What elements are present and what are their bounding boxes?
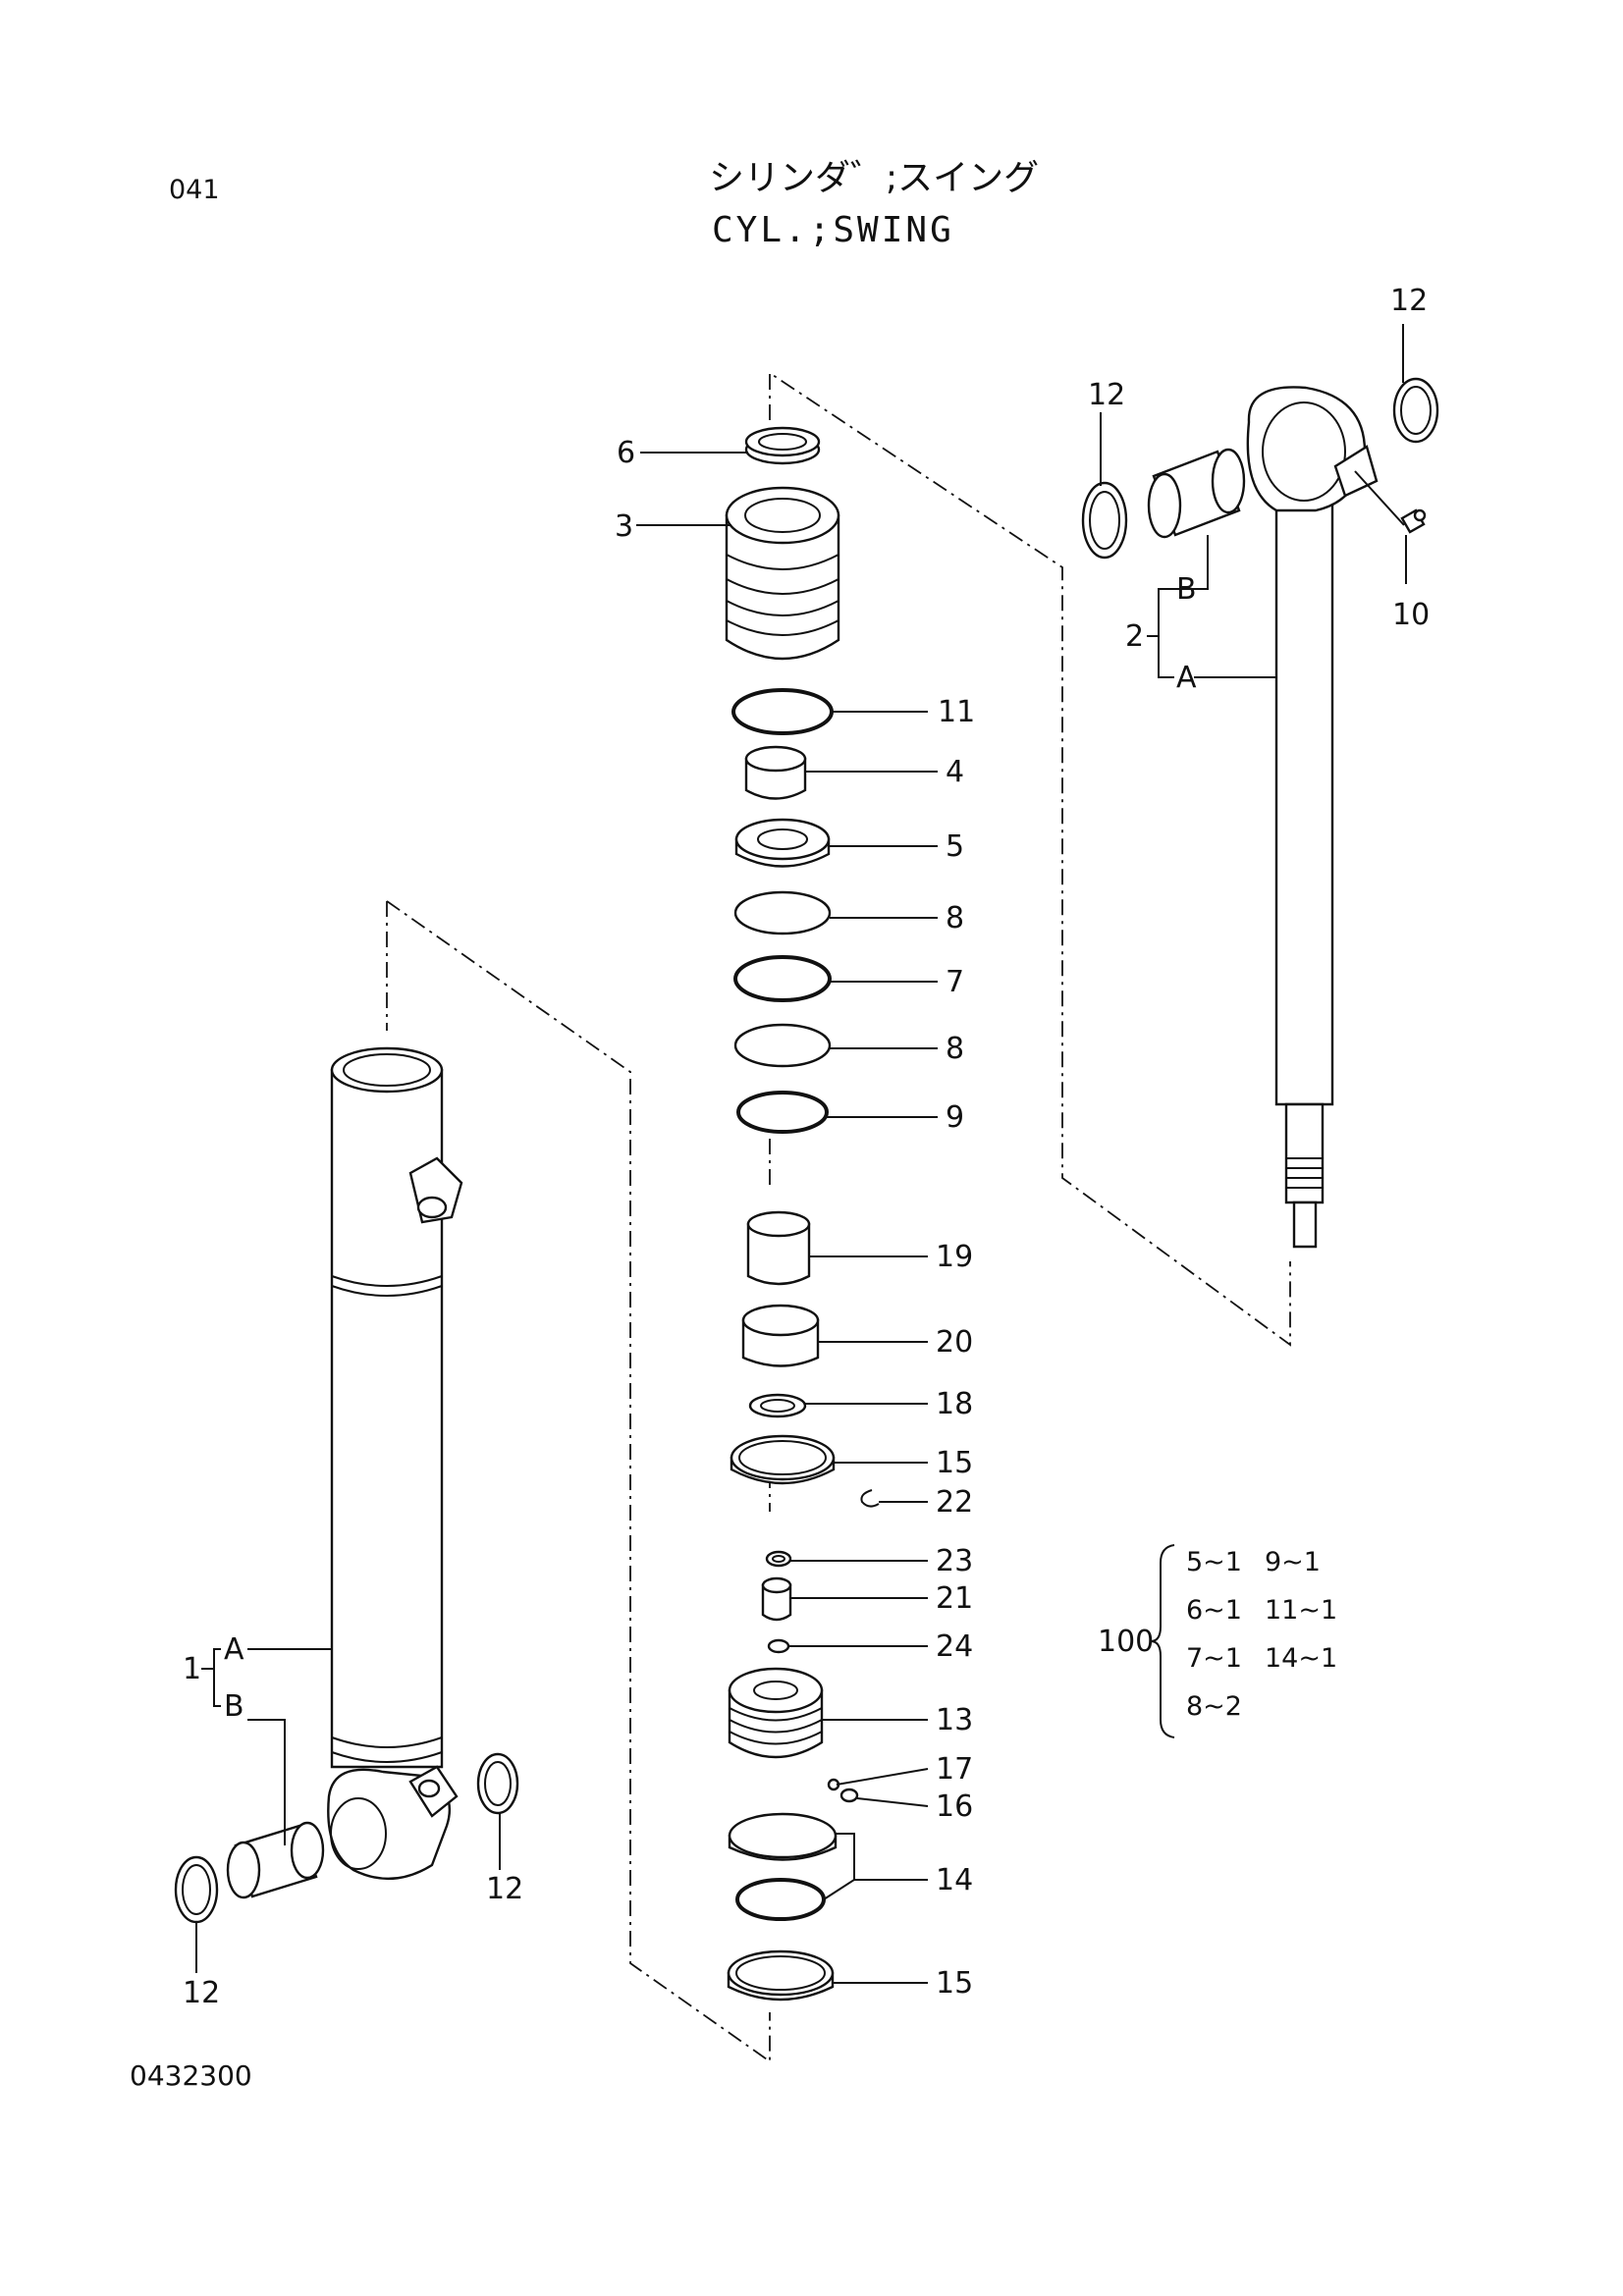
part-6-dust-seal	[744, 426, 821, 465]
seal-kit-item-6: 6~1	[1186, 1595, 1242, 1626]
part-12-dust-seal-rod-left	[1081, 481, 1128, 560]
part-12-dust-seal-tube-right	[476, 1752, 519, 1815]
part-18-ring	[748, 1393, 807, 1418]
part-8-backup-ring-lower	[733, 1023, 832, 1068]
callout-7: 7	[946, 965, 965, 999]
part-5-rod-seal	[734, 818, 831, 868]
part-12-dust-seal-rod-right	[1392, 377, 1439, 444]
callout-12-tube-right: 12	[486, 1872, 524, 1906]
callout-17: 17	[936, 1752, 974, 1787]
part-2B-rod-bushing	[1147, 448, 1246, 539]
callout-1A: A	[224, 1632, 244, 1667]
center-leader-lines	[636, 452, 938, 1984]
callout-2B: B	[1176, 572, 1197, 607]
callout-8-upper: 8	[946, 901, 965, 935]
part-3-cylinder-head	[725, 486, 840, 661]
seal-kit-number: 100	[1098, 1625, 1155, 1659]
callout-12-rod-top: 12	[1390, 284, 1429, 318]
title-japanese: シリンダ゛;スイング	[709, 158, 1040, 198]
callout-22: 22	[936, 1485, 974, 1520]
callout-5: 5	[946, 829, 965, 864]
seal-kit-item-5: 5~1	[1186, 1547, 1242, 1577]
callout-8-lower: 8	[946, 1032, 965, 1066]
callout-4: 4	[946, 755, 965, 789]
part-23-ring	[765, 1550, 792, 1568]
seal-kit-item-11: 11~1	[1265, 1595, 1338, 1626]
callout-16: 16	[936, 1789, 974, 1824]
callout-10: 10	[1392, 598, 1431, 632]
seal-kit-item-8: 8~2	[1186, 1691, 1242, 1722]
part-15-wear-ring-lower	[727, 1949, 835, 2002]
callout-14: 14	[936, 1863, 974, 1897]
part-24-ring	[767, 1638, 790, 1654]
callout-2A: A	[1176, 661, 1197, 695]
part-15-wear-ring-upper	[730, 1434, 836, 1485]
callout-12-tube-bottom: 12	[183, 1976, 221, 2010]
part-12-dust-seal-tube-left	[174, 1855, 219, 1924]
callout-18: 18	[936, 1387, 974, 1421]
callout-9: 9	[946, 1100, 965, 1135]
callout-6: 6	[617, 436, 636, 470]
part-9-o-ring	[736, 1091, 829, 1134]
part-14-piston-seal	[728, 1812, 838, 1921]
callout-20: 20	[936, 1325, 974, 1360]
rod-leader-lines	[1100, 324, 1407, 678]
callout-2: 2	[1125, 619, 1145, 654]
callout-13: 13	[936, 1703, 974, 1737]
seal-kit-item-14: 14~1	[1265, 1643, 1338, 1674]
part-4-bushing	[744, 745, 807, 800]
callout-3: 3	[615, 509, 634, 544]
callout-23: 23	[936, 1544, 974, 1578]
part-19-cushion-bearing	[746, 1210, 811, 1286]
callout-19: 19	[936, 1240, 974, 1274]
page-code: 041	[169, 175, 220, 205]
seal-kit-item-7: 7~1	[1186, 1643, 1242, 1674]
part-2-piston-rod	[1246, 386, 1379, 1249]
seal-kit-brace	[1150, 1544, 1175, 1738]
part-13-piston	[728, 1667, 824, 1759]
callout-1: 1	[183, 1652, 202, 1686]
part-21-pin	[761, 1576, 792, 1622]
part-1B-tube-bushing	[226, 1821, 325, 1899]
part-20-cushion-ring	[741, 1304, 820, 1367]
seal-kit-item-9: 9~1	[1265, 1547, 1321, 1577]
callout-24: 24	[936, 1629, 974, 1664]
callout-15-lower: 15	[936, 1966, 974, 2001]
callout-12-rod-left: 12	[1088, 378, 1126, 412]
callout-15-upper: 15	[936, 1446, 974, 1480]
part-8-backup-ring-upper	[733, 890, 832, 935]
part-22-snap-ring	[860, 1489, 880, 1508]
part-16-set-screw	[839, 1788, 859, 1803]
callout-21: 21	[936, 1581, 974, 1616]
drawing-number: 0432300	[130, 2059, 252, 2092]
part-1-cylinder-tube	[327, 1046, 463, 1880]
part-11-o-ring	[731, 688, 834, 735]
part-10-grease-nipple	[1400, 508, 1427, 534]
title-english: CYL.;SWING	[712, 210, 954, 250]
part-7-o-ring	[733, 955, 832, 1002]
tube-leader-lines	[195, 1648, 501, 1973]
callout-11: 11	[938, 695, 976, 729]
callout-1B: B	[224, 1689, 244, 1724]
